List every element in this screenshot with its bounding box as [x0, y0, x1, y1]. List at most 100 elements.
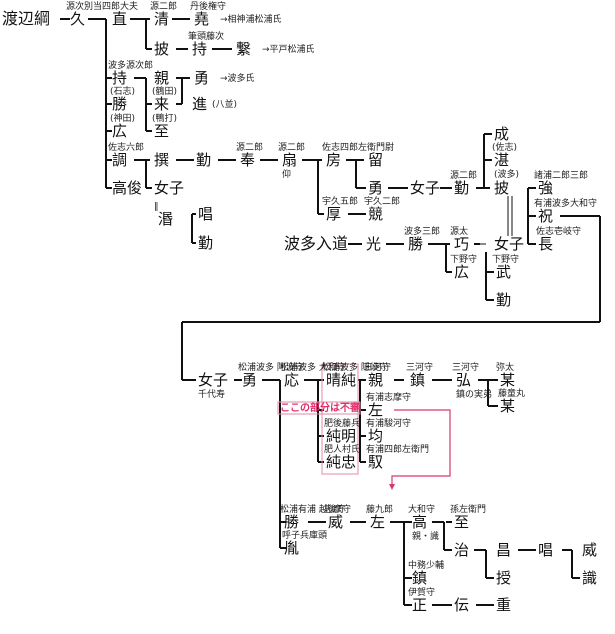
person-cho: 調	[112, 151, 127, 169]
title-harusumi: 松浦波多 隠岐守	[322, 361, 388, 373]
title-ji: 筆頭藤次	[188, 30, 224, 42]
person-kiyo: 清	[154, 10, 169, 28]
person-chika: 親	[154, 69, 169, 87]
person-ji2: 治	[454, 541, 469, 559]
person-joshi2: 女子	[154, 179, 184, 197]
title-sen2: 源二郎	[278, 141, 305, 153]
title-above-sumiaki: 肥後藤兵	[324, 417, 360, 429]
person-tan: 湛	[494, 151, 509, 169]
person-nao: 直	[112, 10, 127, 28]
person-shiki: 識	[582, 569, 597, 587]
person-sumiaki: 純明	[326, 427, 356, 445]
person-itaru: 至	[154, 122, 169, 140]
title-isamu3: 松浦波多 阿波守	[238, 361, 304, 373]
annotation-text: ここの部分は不審	[280, 401, 361, 414]
title-chika2: 三河守	[364, 361, 391, 373]
person-kin4: 勤	[496, 291, 511, 309]
title-hisa: 源次別当四郎大夫	[66, 0, 138, 12]
title-above-bo3: 藤童丸	[498, 387, 525, 399]
title-below-joshi4: 千代寿	[198, 388, 225, 400]
person-sa: 左	[368, 401, 383, 419]
person-sho5: 唱	[538, 541, 553, 559]
title-masaru: 松浦有浦 越後守	[280, 503, 346, 515]
person-shizume: 鎮	[410, 371, 425, 389]
person-joshi4: 女子	[198, 371, 228, 389]
person-koshun: 高俊	[112, 179, 142, 197]
person-kyo2: 競	[368, 205, 383, 223]
title-tadashi: 伊賀守	[408, 586, 435, 598]
person-harusumi: 晴純	[326, 371, 356, 389]
person-kin: 勤	[196, 151, 211, 169]
person-hisa: 久	[70, 10, 85, 28]
person-sho: 勝	[112, 95, 127, 113]
title-mochi: 波多源次郎	[108, 59, 153, 71]
person-sho3: 勝	[408, 235, 423, 253]
title-kyo: 諸浦二郎三郎	[534, 169, 588, 181]
person-ko2: 巧	[454, 235, 469, 253]
person-kin3: 勤	[198, 234, 213, 252]
title-above-sumitada: 肥人村氏	[324, 443, 360, 455]
title-above-sa: 有浦志摩守	[366, 391, 411, 403]
title-bo2: 弥太	[496, 361, 514, 373]
title-above-cho2: 佐志壱岐守	[536, 225, 581, 237]
person-hata: 波多入道	[284, 234, 348, 253]
title-above-hiro: (神田)	[110, 112, 135, 124]
person-masaru: 勝	[284, 513, 299, 531]
title-ho: 源二郎	[236, 141, 263, 153]
title-ko3: 大和守	[408, 503, 435, 515]
title-above-hitoshi: 有浦駿河守	[366, 417, 411, 429]
person-bu: 武	[496, 263, 511, 281]
arrow-isamu: →波多氏	[220, 72, 255, 84]
title-hiro2: 下野守	[450, 253, 477, 265]
person-ho: 奉	[240, 151, 255, 169]
node-labels: 渡辺綱久源次別当四郎大夫直清源二郎堯丹後権守→相神浦松浦氏披持筆頭藤次繋→平戸松…	[2, 0, 597, 614]
title-kiyo: 源二郎	[150, 0, 177, 12]
title-atsushi: 宇久五郎	[322, 195, 358, 207]
person-chika2: 親	[368, 371, 383, 389]
person-shun: 馭	[368, 453, 383, 471]
title-sho3: 波多三郎	[404, 225, 440, 237]
person-ko: 光	[366, 235, 381, 253]
person-isamu: 勇	[194, 69, 209, 87]
person-sen2: 扇	[282, 151, 297, 169]
person-tadashi: 正	[412, 596, 427, 614]
title-o: 松浦波多 大和守	[280, 361, 346, 373]
person-sen: 撰	[154, 151, 169, 169]
person-seinari: 成	[494, 125, 509, 143]
person-shizume2: 鎮	[412, 569, 427, 587]
title-min: ‖	[154, 202, 159, 212]
title-above-itaru: (鴨打)	[152, 112, 177, 124]
title-after-shin: (八並)	[212, 98, 237, 110]
title-below-tan: (波多)	[494, 168, 519, 180]
title-above-ran: 呼子兵庫頭	[282, 529, 327, 541]
person-hi2: 披	[494, 179, 509, 197]
person-cho2: 長	[538, 235, 553, 253]
person-den: 伝	[454, 596, 469, 614]
title-gyo: 丹後権守	[190, 0, 226, 12]
person-sa2: 左	[370, 513, 385, 531]
title-below-sen2: 仰	[282, 168, 291, 180]
person-gyo: 堯	[194, 10, 209, 28]
title-sa2: 藤九郎	[366, 503, 393, 515]
title-ko2: 源太	[450, 225, 468, 237]
title-shizume: 三河守	[406, 361, 433, 373]
person-kin2: 勤	[454, 179, 469, 197]
title-above-tan: (佐志)	[492, 141, 517, 153]
person-bo2: 某	[500, 371, 515, 389]
person-itaru2: 至	[454, 513, 469, 531]
person-hiro: 広	[112, 122, 127, 140]
person-sumitada: 純忠	[326, 453, 356, 471]
arrow-kei: →平戸松浦氏	[262, 43, 315, 55]
title-above-shun: 有浦四郎左衛門	[366, 443, 429, 455]
person-ji: 持	[192, 40, 207, 58]
person-sho2: 唱	[198, 205, 213, 223]
person-ryu: 留	[368, 151, 383, 169]
connector-lines	[60, 18, 601, 606]
person-o: 応	[284, 371, 299, 389]
person-rai: 来	[154, 95, 169, 113]
title-i: 志摩守	[324, 503, 351, 515]
person-hiro3: 弘	[456, 371, 471, 389]
title-kyo2: 宇久二郎	[364, 195, 400, 207]
person-ko3: 高	[412, 513, 427, 531]
